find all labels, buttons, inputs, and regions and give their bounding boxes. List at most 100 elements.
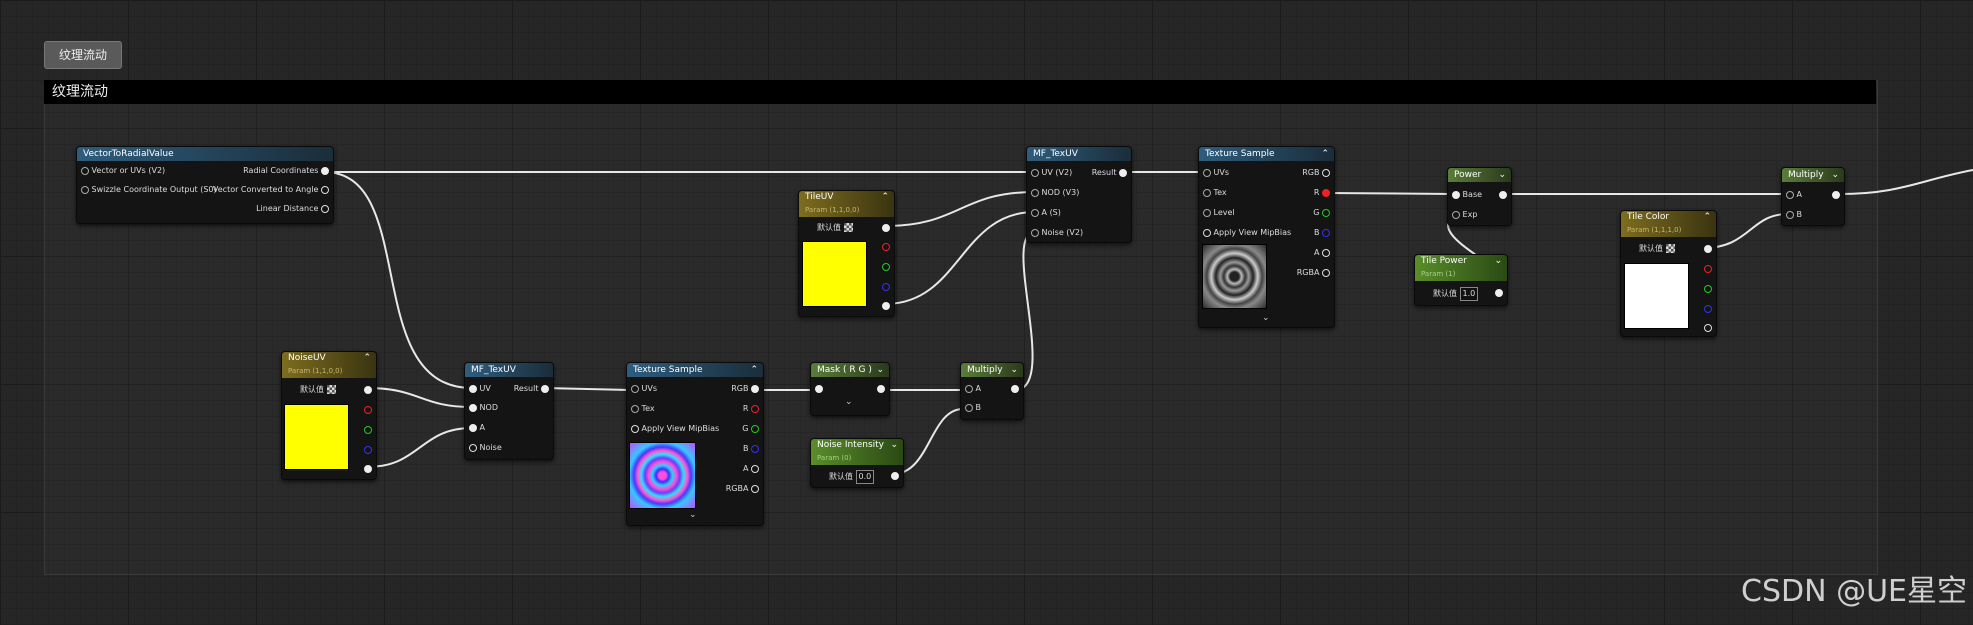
output-pin-a[interactable] [882, 301, 890, 310]
output-pin[interactable] [1322, 188, 1330, 197]
input-pin[interactable] [469, 443, 477, 452]
collapse-arrow-icon[interactable]: ⌃ [881, 192, 889, 202]
input-pin[interactable] [469, 423, 477, 432]
output-pin[interactable] [321, 166, 329, 175]
multiply-node-top[interactable]: Multiply⌄ A B [1781, 167, 1845, 226]
input-pin[interactable] [1031, 188, 1039, 197]
input-pin[interactable] [1452, 210, 1460, 219]
mf-texuv-node-top[interactable]: MF_TexUV UV (V2) NOD (V3) A (S) Noise (V… [1026, 146, 1132, 243]
collapse-arrow-icon[interactable]: ⌄ [876, 365, 884, 375]
output-pin-g[interactable] [364, 425, 372, 434]
comment-tab[interactable]: 纹理流动 [44, 41, 122, 69]
mask-rg-node[interactable]: Mask ( R G )⌄ ⌄ [810, 362, 890, 416]
mf-texuv-node-bottom[interactable]: MF_TexUV UV NOD A Noise Result [464, 362, 554, 460]
collapse-arrow-icon[interactable]: ⌃ [750, 365, 758, 375]
expand-chevron-icon[interactable]: ⌄ [845, 397, 853, 407]
collapse-arrow-icon[interactable]: ⌃ [363, 353, 371, 363]
input-pin[interactable] [965, 403, 973, 412]
input-pin[interactable] [1203, 208, 1211, 217]
input-pin[interactable] [1203, 168, 1211, 177]
output-pin[interactable] [321, 185, 329, 194]
output-pin[interactable] [751, 404, 759, 413]
output-pin[interactable] [1832, 190, 1840, 199]
power-node[interactable]: Power⌄ Base Exp [1447, 167, 1512, 226]
value-input[interactable]: 0.0 [855, 470, 875, 484]
expand-chevron-icon[interactable]: ⌄ [1262, 313, 1270, 323]
input-pin[interactable] [631, 424, 639, 433]
input-pin[interactable] [1031, 168, 1039, 177]
input-pin[interactable] [631, 404, 639, 413]
output-pin[interactable] [1011, 384, 1019, 393]
collapse-arrow-icon[interactable]: ⌃ [1703, 212, 1711, 222]
collapse-arrow-icon[interactable]: ⌄ [1831, 170, 1839, 180]
input-pin[interactable] [1031, 228, 1039, 237]
output-pin-b[interactable] [1704, 304, 1712, 313]
input-pin[interactable] [1452, 190, 1460, 199]
multiply-node-bottom[interactable]: Multiply⌄ A B [960, 362, 1024, 420]
output-pin[interactable] [1322, 248, 1330, 257]
output-pin[interactable] [891, 471, 899, 480]
input-pin[interactable] [469, 384, 477, 393]
output-pin[interactable] [751, 384, 759, 393]
output-pin[interactable] [1322, 228, 1330, 237]
output-pin-a[interactable] [1704, 323, 1712, 332]
input-pin[interactable] [81, 185, 89, 194]
output-pin[interactable] [1499, 190, 1507, 199]
output-pin-rgb[interactable] [882, 223, 890, 232]
output-pin-b[interactable] [882, 282, 890, 291]
vector-to-radial-node[interactable]: VectorToRadialValue Vector or UVs (V2) S… [76, 146, 334, 224]
input-pin[interactable] [815, 384, 823, 393]
output-pin[interactable] [1322, 268, 1330, 277]
output-pin[interactable] [321, 204, 329, 213]
output-pin[interactable] [751, 484, 759, 493]
output-pin[interactable] [1322, 208, 1330, 217]
output-pin[interactable] [751, 424, 759, 433]
collapse-arrow-icon[interactable]: ⌄ [1494, 256, 1502, 266]
output-pin-r[interactable] [364, 405, 372, 414]
expand-chevron-icon[interactable]: ⌄ [689, 510, 697, 520]
collapse-arrow-icon[interactable]: ⌄ [1010, 365, 1018, 375]
value-input[interactable]: 1.0 [1459, 287, 1479, 301]
input-pin[interactable] [1786, 190, 1794, 199]
input-pin[interactable] [469, 403, 477, 412]
output-pin-g[interactable] [882, 262, 890, 271]
output-pin-rgb[interactable] [1704, 244, 1712, 253]
collapse-arrow-icon[interactable]: ⌄ [1498, 170, 1506, 180]
comment-title-bar[interactable]: 纹理流动 [44, 80, 1876, 104]
collapse-arrow-icon[interactable]: ⌄ [890, 440, 898, 450]
output-pin-b[interactable] [364, 445, 372, 454]
checker-icon[interactable] [843, 223, 853, 232]
texture-sample-node-top[interactable]: Texture Sample⌃ UVs Tex Level Apply View… [1198, 146, 1335, 328]
input-pin[interactable] [1203, 188, 1211, 197]
output-pin-r[interactable] [882, 242, 890, 251]
output-pin-r[interactable] [1704, 264, 1712, 273]
output-pin[interactable] [1322, 168, 1330, 177]
collapse-arrow-icon[interactable]: ⌃ [1321, 149, 1329, 159]
output-pin[interactable] [1119, 168, 1127, 177]
input-pin[interactable] [81, 166, 89, 175]
texture-sample-node-bottom[interactable]: Texture Sample⌃ UVs Tex Apply View MipBi… [626, 362, 764, 526]
input-pin[interactable] [1031, 208, 1039, 217]
output-pin[interactable] [877, 384, 885, 393]
output-pin-g[interactable] [1704, 284, 1712, 293]
output-pin-a[interactable] [364, 464, 372, 473]
input-pin[interactable] [631, 384, 639, 393]
input-pin[interactable] [965, 384, 973, 393]
input-pin[interactable] [1786, 210, 1794, 219]
input-pin[interactable] [1203, 228, 1211, 237]
output-pin[interactable] [751, 464, 759, 473]
output-pin[interactable] [1495, 288, 1503, 297]
output-pin-rgb[interactable] [364, 385, 372, 394]
output-pin[interactable] [751, 444, 759, 453]
checker-icon[interactable] [326, 385, 336, 394]
output-pin[interactable] [541, 384, 549, 393]
checker-icon[interactable] [1665, 244, 1675, 253]
